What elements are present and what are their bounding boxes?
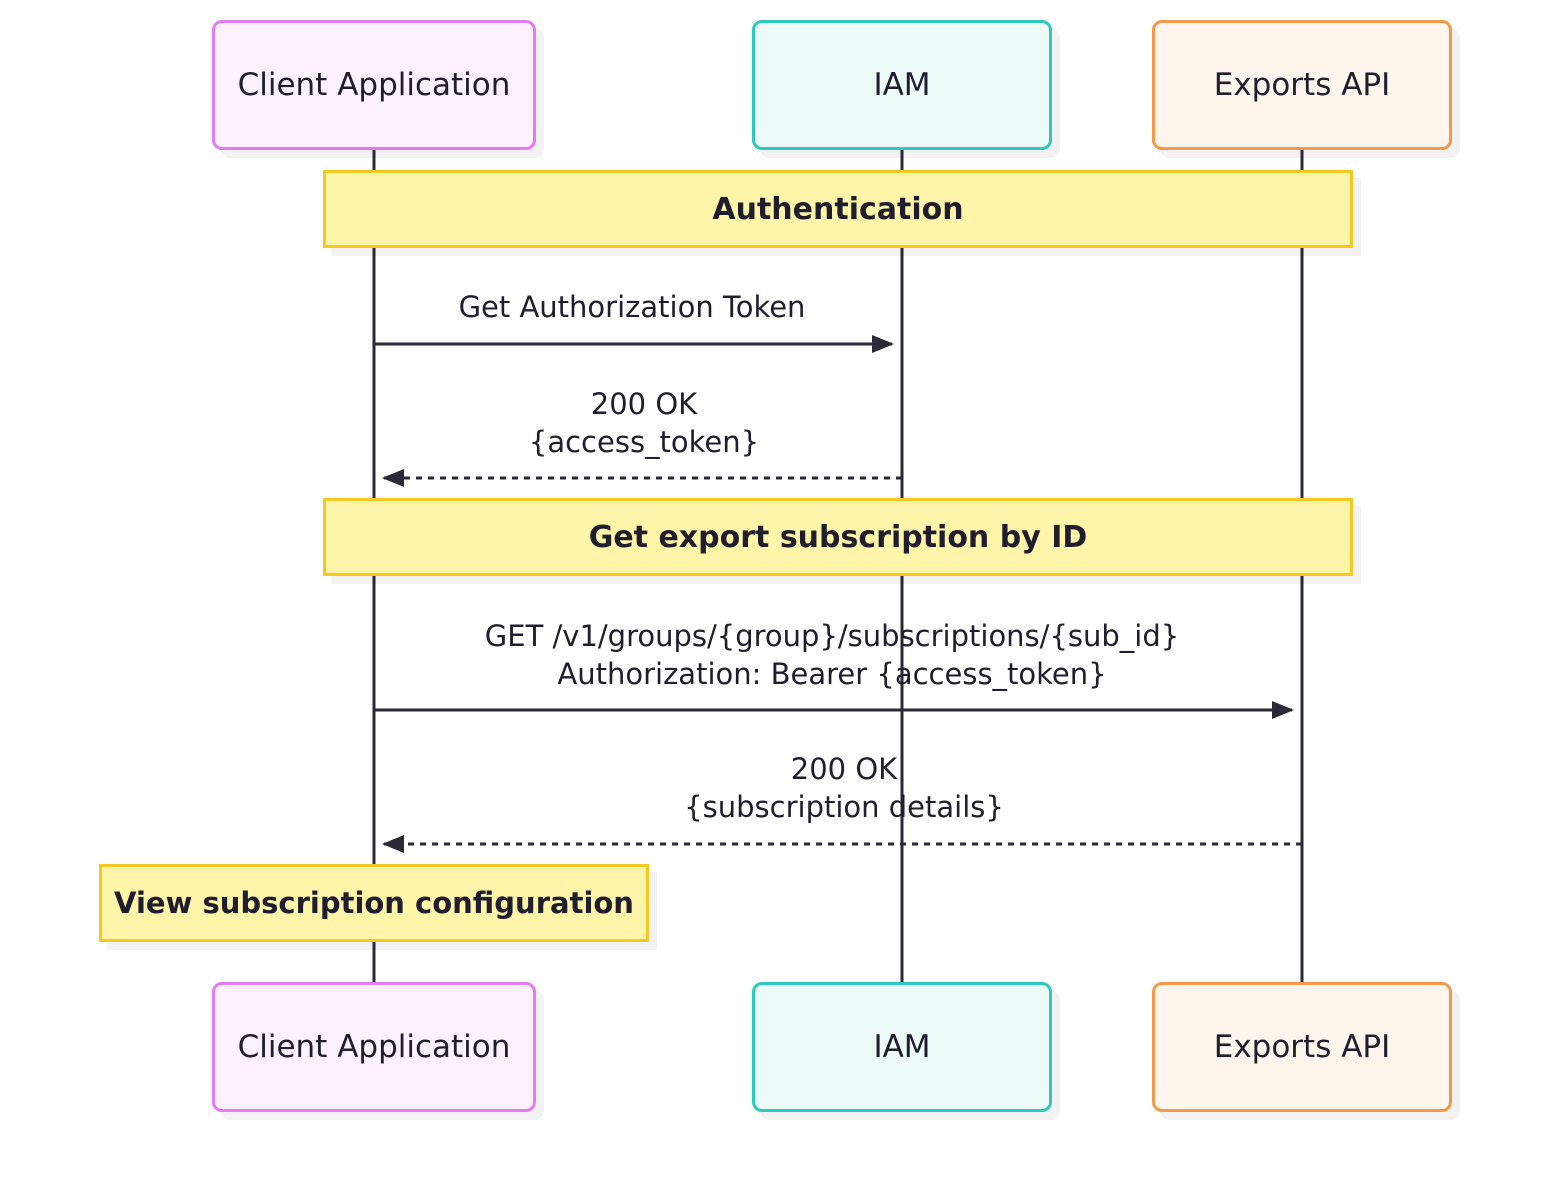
note-label: Authentication: [712, 191, 964, 227]
message-text-line: 200 OK: [590, 387, 698, 421]
participant-client-application-top: Client Application: [212, 20, 536, 150]
note-authentication: Authentication: [323, 170, 1353, 248]
participant-iam-top: IAM: [752, 20, 1052, 150]
participant-exports-api-bottom: Exports API: [1152, 982, 1452, 1112]
participant-iam-bottom: IAM: [752, 982, 1052, 1112]
participant-label: Client Application: [237, 1029, 511, 1065]
participant-label: IAM: [873, 67, 931, 103]
note-label: Get export subscription by ID: [588, 519, 1088, 555]
message-text-line: {subscription details}: [684, 790, 1004, 824]
participant-label: Client Application: [237, 67, 511, 103]
note-label: View subscription configuration: [114, 886, 634, 920]
message-label-get-subscription: GET /v1/groups/{group}/subscriptions/{su…: [485, 617, 1179, 693]
message-text-line: GET /v1/groups/{group}/subscriptions/{su…: [484, 619, 1180, 653]
message-label-token-response: 200 OK {access_token}: [529, 385, 759, 461]
message-text-line: {access_token}: [528, 425, 760, 459]
note-view-subscription-configuration: View subscription configuration: [99, 864, 649, 942]
message-label-get-token: Get Authorization Token: [459, 288, 806, 326]
participant-label: IAM: [873, 1029, 931, 1065]
note-get-export-subscription: Get export subscription by ID: [323, 498, 1353, 576]
message-label-subscription-response: 200 OK {subscription details}: [684, 750, 1004, 826]
message-text-line: Get Authorization Token: [458, 290, 806, 324]
participant-exports-api-top: Exports API: [1152, 20, 1452, 150]
message-text-line: Authorization: Bearer {access_token}: [557, 657, 1107, 691]
participant-label: Exports API: [1213, 67, 1391, 103]
message-text-line: 200 OK: [790, 752, 898, 786]
participant-label: Exports API: [1213, 1029, 1391, 1065]
participant-client-application-bottom: Client Application: [212, 982, 536, 1112]
